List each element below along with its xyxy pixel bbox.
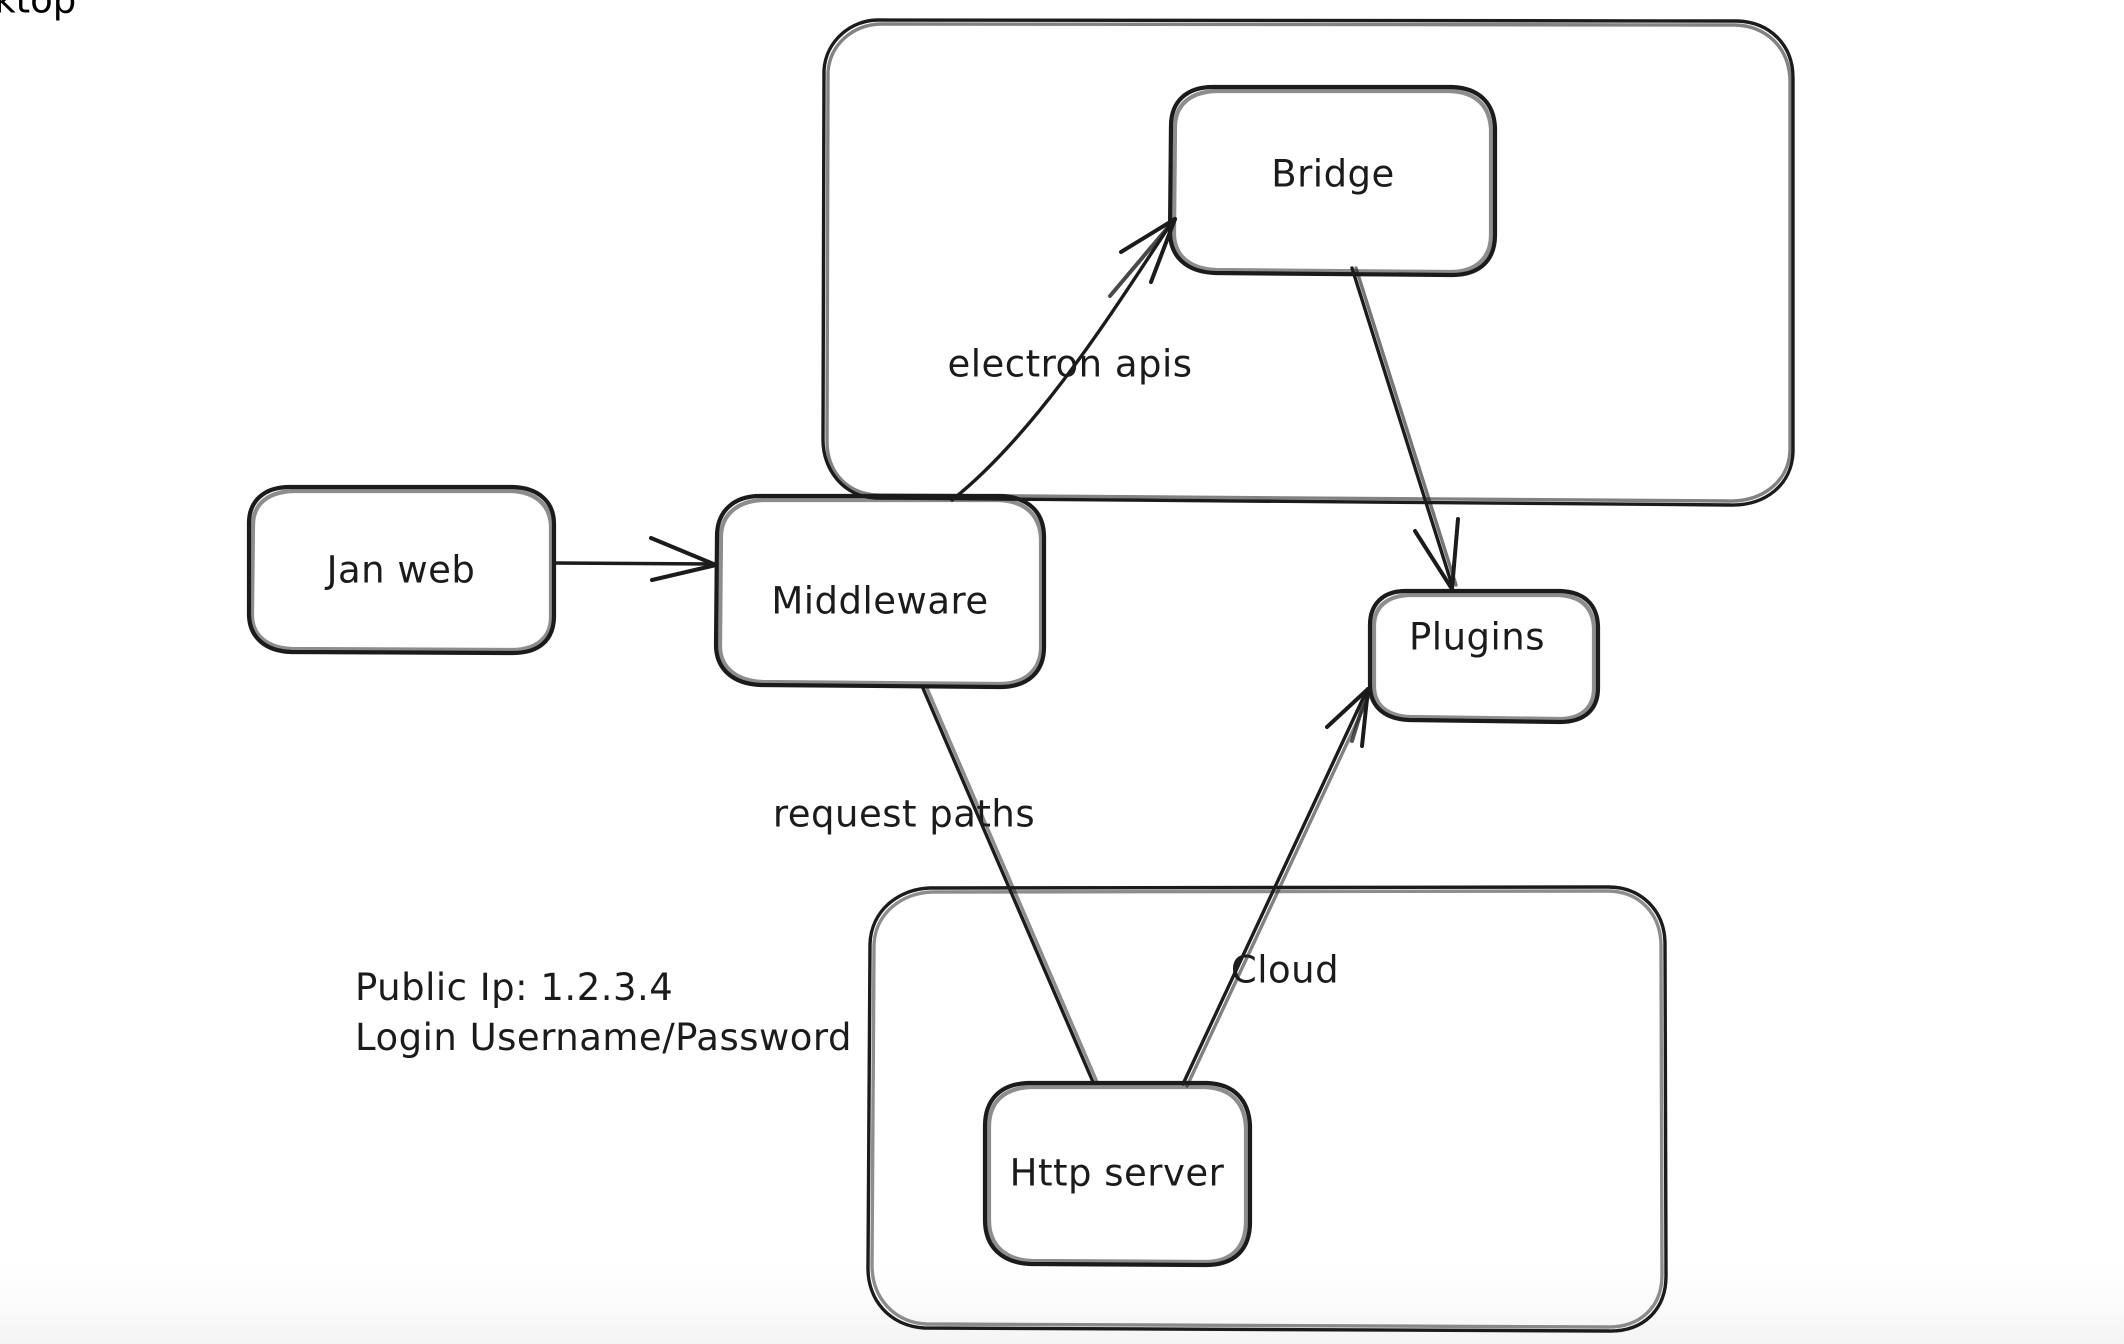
- edge-label-cloud: Cloud: [1230, 948, 1340, 992]
- node-jan-web-outline: [246, 484, 557, 656]
- node-label-bridge[interactable]: Bridge: [1271, 152, 1395, 196]
- edge-http-server-to-plugins: [1181, 687, 1372, 1088]
- node-plugins-outline: [1367, 588, 1601, 725]
- group-label-desktop: Desktop: [0, 0, 77, 22]
- edge-label-electron-apis: electron apis: [947, 342, 1193, 386]
- edge-label-request-paths: request paths: [772, 792, 1036, 836]
- node-label-http-server[interactable]: Http server: [1009, 1151, 1225, 1195]
- node-http-server-outline: [982, 1080, 1253, 1268]
- node-middleware-outline: [713, 493, 1047, 690]
- edge-jan-web-to-middleware: [552, 536, 718, 582]
- edge-bridge-to-plugins: [1350, 266, 1460, 591]
- annotation-login: Login Username/Password: [355, 1016, 852, 1059]
- annotation-credentials: Public Ip: 1.2.3.4 Login Username/Passwo…: [355, 963, 852, 1063]
- node-label-jan-web[interactable]: Jan web: [326, 548, 476, 592]
- edge-middleware-to-http-server: [920, 684, 1099, 1084]
- group-cloud-outline: [866, 885, 1668, 1333]
- node-bridge-outline: [1167, 84, 1498, 278]
- node-label-middleware[interactable]: Middleware: [771, 579, 989, 623]
- edge-middleware-to-bridge: [950, 217, 1177, 502]
- group-desktop-outline: [821, 18, 1795, 507]
- annotation-public-ip: Public Ip: 1.2.3.4: [355, 966, 674, 1009]
- node-label-plugins[interactable]: Plugins: [1408, 615, 1546, 659]
